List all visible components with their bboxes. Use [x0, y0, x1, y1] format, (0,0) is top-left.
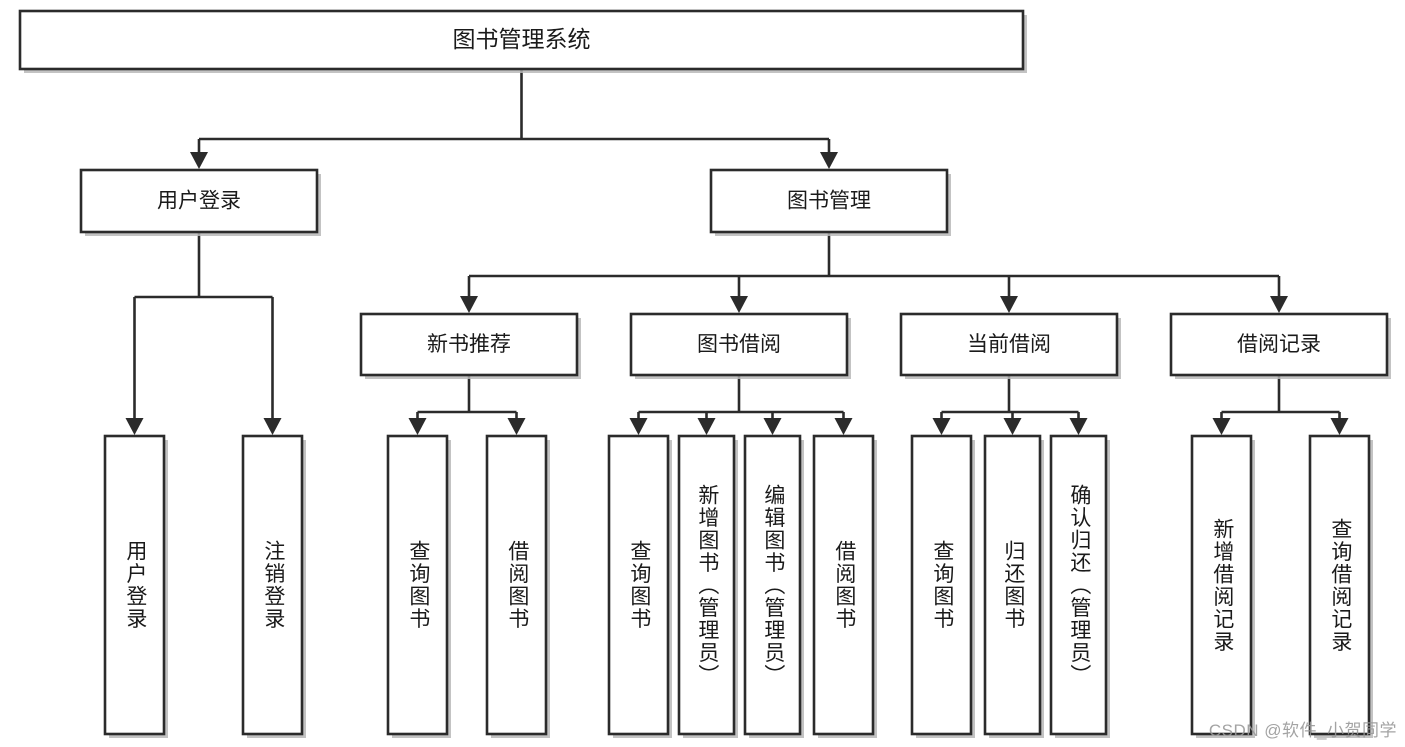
node-box[interactable] [241, 434, 304, 736]
edges-from-book-manage [460, 232, 1288, 313]
node-box[interactable] [1190, 434, 1253, 736]
node-box[interactable] [677, 434, 736, 736]
node-box[interactable] [629, 312, 849, 377]
node-leaf-add-record[interactable] [1190, 434, 1255, 738]
csdn-watermark: CSDN @软件_小贺同学 [1208, 721, 1397, 740]
arrow-head-icon [460, 296, 478, 313]
node-book-borrow[interactable]: 图书借阅 [629, 312, 851, 379]
node-label: 用户登录 [157, 190, 241, 213]
arrow-head-icon [629, 418, 648, 435]
node-box[interactable] [485, 434, 548, 736]
arrow-head-icon [834, 418, 853, 435]
arrow-head-icon [697, 418, 716, 435]
edges-from-root [190, 69, 838, 169]
node-leaf-return-book[interactable] [983, 434, 1044, 738]
node-box[interactable] [359, 312, 579, 377]
node-leaf-borrow-book-1[interactable] [485, 434, 550, 738]
node-label: 图书管理 [787, 190, 871, 213]
arrow-head-icon [820, 152, 838, 169]
edges-from-user-login [125, 232, 282, 435]
arrow-head-icon [1270, 296, 1288, 313]
node-box[interactable] [1049, 434, 1108, 736]
node-leaf-query-record[interactable] [1308, 434, 1373, 738]
node-box[interactable] [743, 434, 802, 736]
node-root[interactable]: 图书管理系统 [18, 9, 1027, 73]
node-box[interactable] [812, 434, 875, 736]
arrow-head-icon [408, 418, 427, 435]
arrow-head-icon [125, 418, 144, 435]
node-leaf-confirm-return[interactable] [1049, 434, 1110, 738]
node-label: 当前借阅 [967, 333, 1051, 356]
arrow-head-icon [932, 418, 951, 435]
node-label: 借阅记录 [1237, 333, 1321, 356]
node-label: 图书管理系统 [453, 26, 591, 52]
node-box[interactable] [1308, 434, 1371, 736]
node-box[interactable] [103, 434, 166, 736]
arrow-head-icon [1330, 418, 1349, 435]
node-leaf-user-logout[interactable] [241, 434, 306, 738]
node-box[interactable] [79, 168, 319, 234]
node-leaf-edit-book[interactable] [743, 434, 804, 738]
node-borrow-record[interactable]: 借阅记录 [1169, 312, 1391, 379]
node-leaf-user-login[interactable] [103, 434, 168, 738]
arrow-head-icon [763, 418, 782, 435]
arrow-head-icon [190, 152, 208, 169]
edges-from-new-book-rec [408, 375, 526, 435]
node-leaf-borrow-book-2[interactable] [812, 434, 877, 738]
node-new-book-rec[interactable]: 新书推荐 [359, 312, 581, 379]
edges-from-borrow-record [1212, 375, 1349, 435]
node-box[interactable] [910, 434, 973, 736]
connectors-layer [125, 69, 1349, 435]
arrow-head-icon [1000, 296, 1018, 313]
arrow-head-icon [1003, 418, 1022, 435]
node-box[interactable] [607, 434, 670, 736]
node-label: 新书推荐 [427, 333, 511, 356]
edges-from-book-borrow [629, 375, 853, 435]
node-box[interactable] [18, 9, 1025, 71]
node-label: 图书借阅 [697, 333, 781, 356]
node-book-manage[interactable]: 图书管理 [709, 168, 951, 236]
node-box[interactable] [709, 168, 949, 234]
node-leaf-query-book-1[interactable] [386, 434, 451, 738]
arrow-head-icon [507, 418, 526, 435]
node-current-borrow[interactable]: 当前借阅 [899, 312, 1121, 379]
node-leaf-query-book-2[interactable] [607, 434, 672, 738]
node-box[interactable] [386, 434, 449, 736]
arrow-head-icon [730, 296, 748, 313]
node-box[interactable] [983, 434, 1042, 736]
arrow-head-icon [1212, 418, 1231, 435]
edges-from-current-borrow [932, 375, 1088, 435]
node-leaf-add-book[interactable] [677, 434, 738, 738]
node-user-login[interactable]: 用户登录 [79, 168, 321, 236]
arrow-head-icon [263, 418, 282, 435]
node-leaf-query-book-3[interactable] [910, 434, 975, 738]
node-box[interactable] [899, 312, 1119, 377]
node-box[interactable] [1169, 312, 1389, 377]
arrow-head-icon [1069, 418, 1088, 435]
